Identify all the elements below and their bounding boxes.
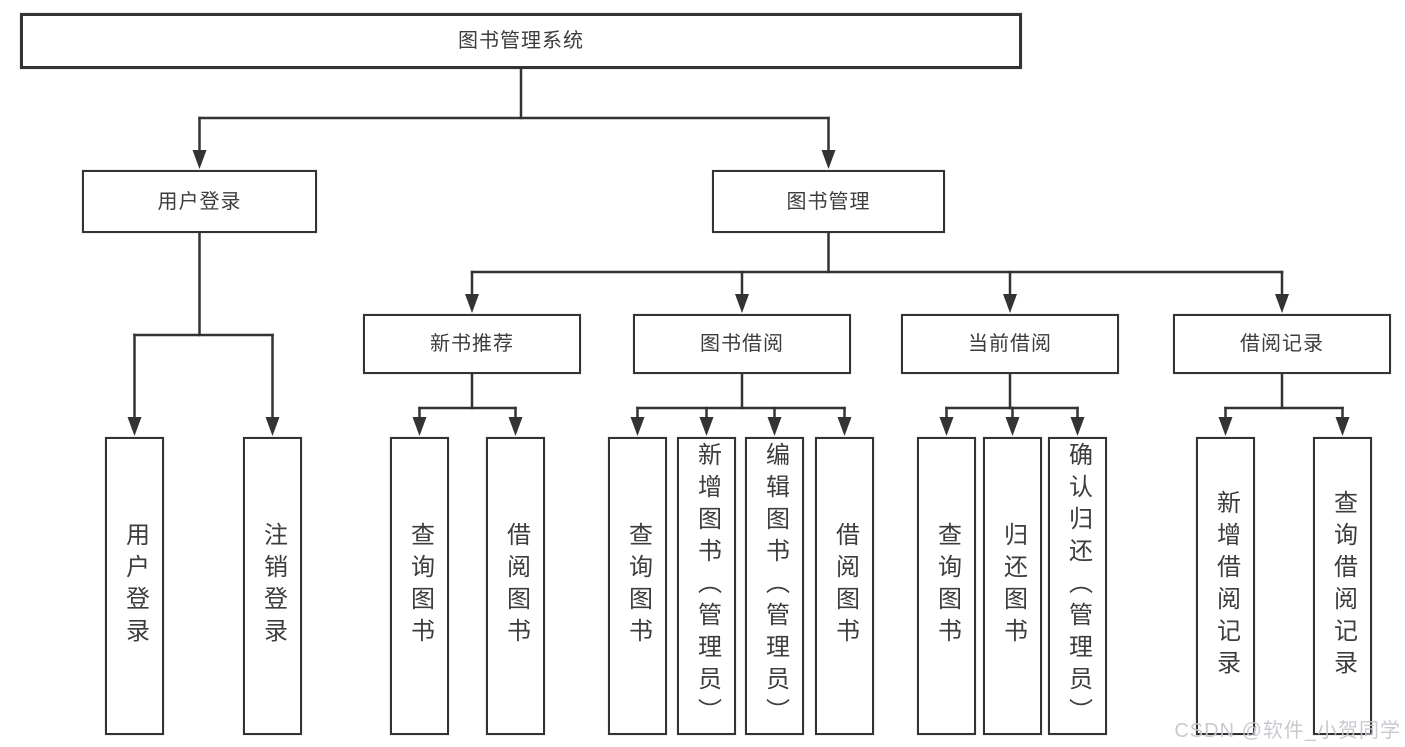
node-label: 借阅图书	[831, 522, 859, 650]
arrow-down-icon	[699, 417, 714, 436]
node-query-books-borrow: 查询图书	[608, 437, 667, 735]
node-borrow-books-borrow: 借阅图书	[815, 437, 874, 735]
arrow-down-icon	[630, 417, 645, 436]
node-book-borrowing: 图书借阅	[633, 314, 851, 374]
node-label: 查询图书	[933, 522, 961, 650]
node-label: 图书借阅	[700, 333, 784, 355]
node-label: 查询图书	[406, 522, 434, 650]
node-user-login: 用户登录	[105, 437, 164, 735]
node-label: 注销登录	[259, 522, 287, 650]
node-current-borrowing: 当前借阅	[901, 314, 1119, 374]
node-label: 归还图书	[999, 522, 1027, 650]
node-query-books-current: 查询图书	[917, 437, 976, 735]
watermark: CSDN @软件_小贺同学	[1174, 720, 1401, 742]
arrow-down-icon	[821, 150, 836, 169]
arrow-down-icon	[1005, 417, 1020, 436]
arrow-down-icon	[412, 417, 427, 436]
node-return-books: 归还图书	[983, 437, 1042, 735]
node-label: 新书推荐	[430, 333, 514, 355]
arrow-down-icon	[1275, 294, 1289, 313]
arrow-down-icon	[265, 417, 280, 436]
node-label: 新增借阅记录	[1212, 490, 1240, 682]
node-label: 用户登录	[121, 522, 149, 650]
node-label: 图书管理系统	[458, 30, 584, 52]
arrow-down-icon	[1003, 294, 1017, 313]
arrow-down-icon	[735, 294, 749, 313]
node-new-book-recommend: 新书推荐	[363, 314, 581, 374]
arrow-down-icon	[192, 150, 207, 169]
node-query-borrow-record: 查询借阅记录	[1313, 437, 1372, 735]
node-label: 借阅图书	[502, 522, 530, 650]
node-label: 确认归还（管理员）	[1064, 442, 1092, 730]
node-edit-book-admin: 编辑图书（管理员）	[745, 437, 804, 735]
node-borrowing-records: 借阅记录	[1173, 314, 1391, 374]
node-borrow-books-recommend: 借阅图书	[486, 437, 545, 735]
arrow-down-icon	[1218, 417, 1233, 436]
node-label: 查询图书	[624, 522, 652, 650]
node-book-management: 图书管理	[712, 170, 945, 233]
node-label: 编辑图书（管理员）	[761, 442, 789, 730]
arrow-down-icon	[508, 417, 523, 436]
arrow-down-icon	[127, 417, 142, 436]
arrow-down-icon	[1070, 417, 1085, 436]
arrow-down-icon	[465, 294, 479, 313]
node-label: 新增图书（管理员）	[693, 442, 721, 730]
arrow-down-icon	[1335, 417, 1350, 436]
node-query-books-recommend: 查询图书	[390, 437, 449, 735]
node-label: 借阅记录	[1240, 333, 1324, 355]
node-label: 查询借阅记录	[1329, 490, 1357, 682]
arrow-down-icon	[939, 417, 954, 436]
node-system: 图书管理系统	[20, 13, 1022, 69]
node-logout: 注销登录	[243, 437, 302, 735]
node-confirm-return-admin: 确认归还（管理员）	[1048, 437, 1107, 735]
node-user-login-module: 用户登录	[82, 170, 317, 233]
node-label: 当前借阅	[968, 333, 1052, 355]
arrow-down-icon	[837, 417, 852, 436]
node-add-borrow-record: 新增借阅记录	[1196, 437, 1255, 735]
node-label: 用户登录	[157, 190, 242, 213]
node-add-book-admin: 新增图书（管理员）	[677, 437, 736, 735]
arrow-down-icon	[767, 417, 782, 436]
node-label: 图书管理	[786, 190, 871, 213]
